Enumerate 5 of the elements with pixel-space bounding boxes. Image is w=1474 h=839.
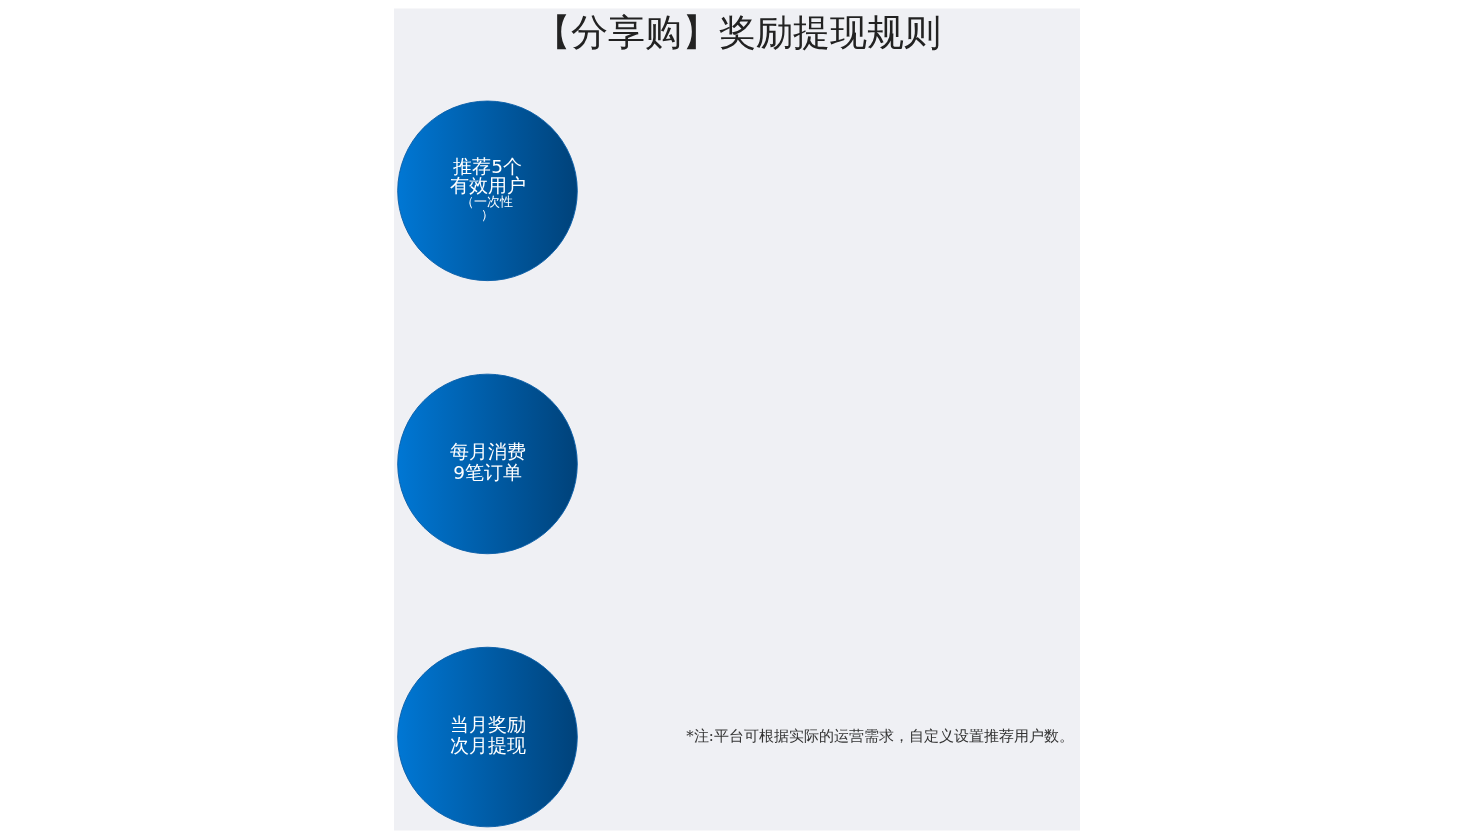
node-circle: 当月奖励次月提现	[397, 646, 578, 828]
node-circle: 每月消费9笔订单	[397, 373, 578, 555]
diagram-title: 【分享购】奖励提现规则	[534, 11, 942, 55]
label: *注:平台可根据实际的运营需求，自定义设置推荐用户数。	[686, 726, 1074, 744]
node-circle: 推荐5个有效用户 （一次性）	[397, 100, 578, 282]
